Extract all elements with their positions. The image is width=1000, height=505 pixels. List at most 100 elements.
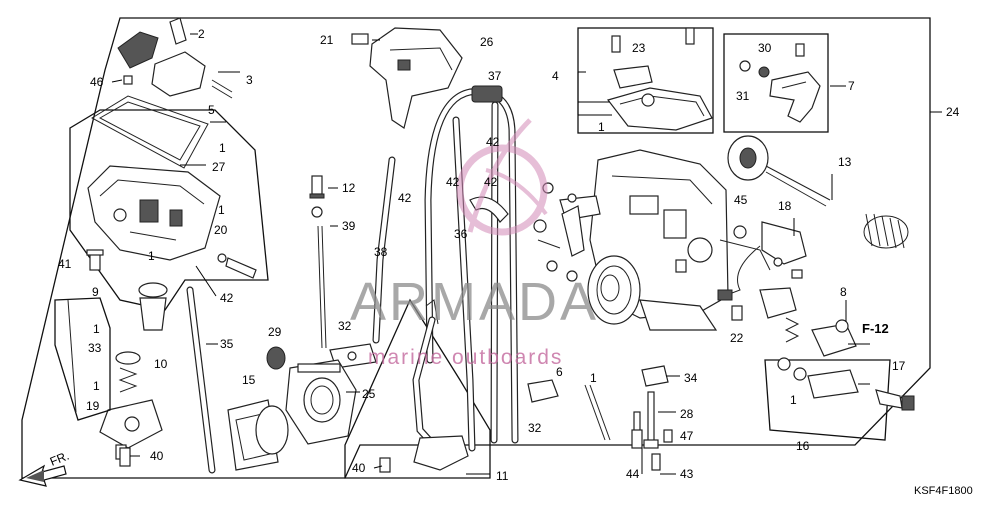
callout-37: 37: [488, 69, 502, 83]
callout-47: 47: [680, 429, 694, 443]
jets-group: [631, 365, 673, 471]
callout-28: 28: [680, 407, 694, 421]
link-bracket: [723, 33, 829, 133]
callout-46: 46: [90, 75, 104, 89]
callout-40: 40: [150, 449, 164, 463]
callout-1d: 1: [93, 322, 100, 336]
carburetor-body: [559, 149, 771, 331]
callout-3: 3: [246, 73, 253, 87]
callout-1h: 1: [590, 371, 597, 385]
callout-44: 44: [626, 467, 640, 481]
front-label: FR.: [48, 449, 71, 469]
callout-42c: 42: [398, 191, 412, 205]
callout-19: 19: [86, 399, 100, 413]
callout-42e: 42: [484, 175, 498, 189]
callout-42: 42: [220, 291, 234, 305]
figure-ref: F-12: [862, 321, 889, 336]
watermark: ARMADA marine outboards: [350, 118, 599, 369]
hose-35: [186, 286, 216, 474]
front-arrow-icon: [18, 464, 67, 487]
callout-38: 38: [374, 245, 388, 259]
callout-1b: 1: [218, 203, 225, 217]
callout-23: 23: [632, 41, 646, 55]
watermark-sub: marine outboards: [368, 346, 563, 369]
float-bowl: [87, 165, 221, 261]
callout-39: 39: [342, 219, 356, 233]
callout-7: 7: [848, 79, 855, 93]
callout-42b: 42: [486, 135, 500, 149]
callout-33: 33: [88, 341, 102, 355]
callout-20: 20: [214, 223, 228, 237]
callout-43: 43: [680, 467, 694, 481]
watermark-logo-icon: [456, 118, 548, 236]
left-pump-bracket: [54, 297, 111, 421]
callout-leaders: [111, 33, 870, 475]
callout-41: 41: [58, 257, 72, 271]
screw-20: [217, 253, 257, 279]
callout-9: 9: [92, 285, 99, 299]
needle-parts: [309, 175, 327, 349]
bracket-26: [351, 27, 463, 129]
callout-29: 29: [268, 325, 282, 339]
callout-27: 27: [212, 160, 226, 174]
callout-1g: 1: [790, 393, 797, 407]
callout-31: 31: [736, 89, 750, 103]
throttle-cable-bracket: [344, 298, 491, 479]
callout-30: 30: [758, 41, 772, 55]
pump-assembly-8: [759, 287, 859, 399]
callout-25: 25: [362, 387, 376, 401]
part-callouts: 2 3 46 5 1 27 1 20 41 1 9 42 1 33 10 1 1…: [58, 27, 960, 483]
float-bowl-gasket: [90, 95, 209, 169]
callout-1e: 1: [93, 379, 100, 393]
callout-2: 2: [198, 27, 205, 41]
callout-35: 35: [220, 337, 234, 351]
hose-38: [372, 156, 396, 344]
callout-42d: 42: [446, 175, 460, 189]
assembly-frame: [21, 17, 931, 479]
callout-40b: 40: [352, 461, 366, 475]
callout-1c: 1: [148, 249, 155, 263]
oring-29: [266, 346, 286, 370]
callout-4: 4: [552, 69, 559, 83]
bolt-40: [119, 447, 131, 467]
callout-21: 21: [320, 33, 334, 47]
callout-32: 32: [338, 319, 352, 333]
jet-46: [123, 75, 133, 85]
linkage-14: [533, 182, 585, 282]
gasket-15: [227, 399, 289, 471]
callout-13: 13: [838, 155, 852, 169]
top-cap-parts: [117, 17, 233, 99]
callout-26: 26: [480, 35, 494, 49]
pilot-screw-6: [527, 379, 611, 441]
hose-37: [424, 85, 519, 452]
fitting-22: [731, 305, 743, 321]
top-cover-group: [606, 27, 713, 131]
callout-6: 6: [556, 365, 563, 379]
throttle-link-7: [739, 43, 821, 123]
throttle-cable-11: [379, 299, 469, 473]
callout-17: 17: [892, 359, 906, 373]
callout-15: 15: [242, 373, 256, 387]
callout-12: 12: [342, 181, 356, 195]
callout-36: 36: [454, 227, 468, 241]
callout-34: 34: [684, 371, 698, 385]
callout-11: 11: [496, 469, 509, 483]
pump-bracket: [764, 359, 891, 441]
pump-rod: [67, 299, 77, 413]
bolt-41: [86, 249, 104, 271]
callout-32b: 32: [528, 421, 542, 435]
callout-1: 1: [219, 141, 226, 155]
callout-22: 22: [730, 331, 744, 345]
drain-screw-17: [875, 389, 915, 411]
callout-5: 5: [208, 103, 215, 117]
diagram-code: KSF4F1800: [914, 485, 973, 497]
harness-18: [717, 221, 807, 301]
callout-10: 10: [154, 357, 168, 371]
callout-18: 18: [778, 199, 792, 213]
callout-16: 16: [796, 439, 810, 453]
callout-45: 45: [734, 193, 748, 207]
watermark-brand: ARMADA: [350, 272, 599, 332]
callout-1f: 1: [598, 120, 605, 134]
